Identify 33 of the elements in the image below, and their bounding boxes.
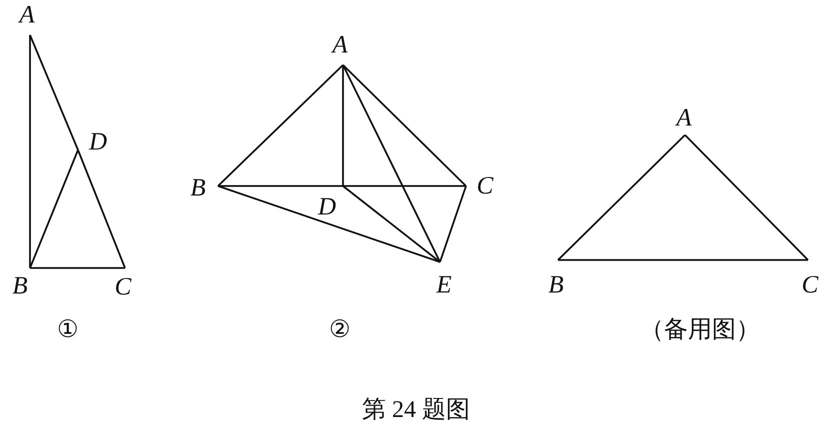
point-label: C (476, 174, 494, 198)
point-label: E (436, 272, 452, 298)
line-segment (29, 35, 31, 268)
line-segment (342, 65, 344, 186)
figure-number: ① (57, 318, 79, 342)
line-segment (343, 185, 466, 187)
point-label: B (190, 176, 206, 200)
point-label: A (676, 106, 692, 130)
line-segment (30, 267, 125, 269)
figure-number: ② (329, 318, 351, 342)
line-segment (29, 34, 79, 150)
line-segment (558, 259, 808, 261)
line-segment (77, 150, 126, 268)
line-segment (218, 185, 440, 263)
point-label: D (88, 130, 108, 154)
line-segment (342, 64, 467, 187)
line-segment (684, 134, 809, 261)
line-segment (218, 185, 343, 187)
point-label: C (114, 274, 132, 300)
point-label: B (548, 272, 564, 298)
point-label: C (802, 272, 818, 298)
line-segment (29, 150, 79, 268)
line-segment (342, 185, 441, 263)
point-label: A (19, 2, 35, 28)
point-label: D (318, 194, 336, 220)
line-segment (217, 64, 344, 187)
line-segment (342, 64, 441, 262)
line-segment (439, 186, 467, 262)
line-segment (557, 134, 686, 261)
figure-caption: （备用图） (640, 318, 760, 342)
caption: 第 24 题图 (362, 398, 470, 422)
point-label: B (12, 274, 28, 298)
point-label: A (332, 32, 348, 58)
